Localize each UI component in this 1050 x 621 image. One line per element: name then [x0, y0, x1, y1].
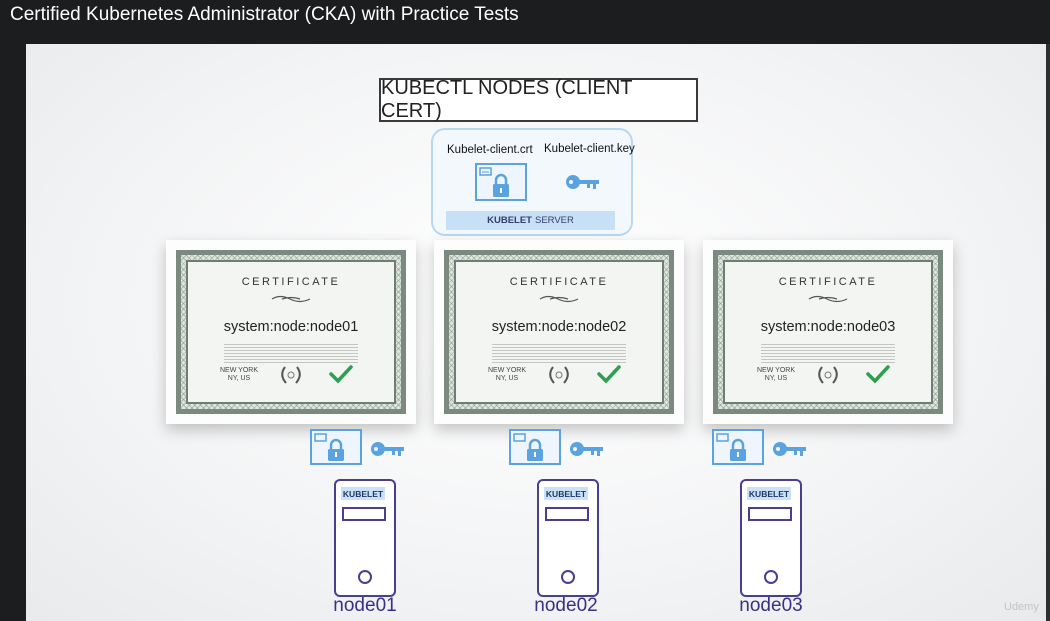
certificate-inner [723, 260, 933, 404]
certificate-name: system:node:node02 [491, 319, 627, 335]
certificate-lock-icon [509, 429, 561, 465]
video-slide[interactable]: KUBECTL NODES (CLIENT CERT) Kubelet-clie… [26, 44, 1046, 621]
node01-label: node01 [333, 595, 397, 616]
server-drive-slot [342, 507, 386, 521]
key-file-label: Kubelet-client.key [544, 143, 635, 155]
certificate-city-line1: NEW YORK [220, 367, 258, 374]
node02-label: node02 [534, 595, 598, 616]
kubelet-server-bar-bold: KUBELET [487, 215, 532, 226]
certificate-node02: CERTIFICATE system:node:node02 NEW YORK … [434, 240, 684, 424]
title-bar: Certified Kubernetes Administrator (CKA)… [0, 0, 1050, 44]
left-gutter [0, 44, 26, 621]
flourish-icon [271, 295, 311, 303]
checkmark-icon [866, 365, 890, 384]
checkmark-icon [597, 365, 621, 384]
checkmark-icon [329, 365, 353, 384]
certificate-node01: CERTIFICATE system:node:node01 NEW YORK … [166, 240, 416, 424]
key-icon [773, 442, 806, 456]
certificate-lock-icon [712, 429, 764, 465]
laurel-wreath-icon [549, 366, 569, 384]
certificate-inner [454, 260, 664, 404]
crt-file-label: Kubelet-client.crt [447, 144, 533, 156]
slide-heading: KUBECTL NODES (CLIENT CERT) [379, 77, 698, 122]
certificate-lock-icon [475, 163, 527, 201]
laurel-wreath-icon [281, 366, 301, 384]
flourish-icon [808, 295, 848, 303]
flourish-icon [539, 295, 579, 303]
kubelet-badge: KUBELET [747, 487, 791, 500]
kubelet-server-bar: KUBELET SERVER [446, 211, 615, 230]
key-icon [371, 442, 404, 456]
kubelet-badge: KUBELET [544, 487, 588, 500]
server-drive-slot [545, 507, 589, 521]
right-gutter [1046, 44, 1050, 621]
node01-server: KUBELET [334, 479, 396, 597]
kubelet-server-box: Kubelet-client.crt Kubelet-client.key KU… [431, 128, 635, 236]
node03-label: node03 [739, 595, 803, 616]
certificate-lock-icon [310, 429, 362, 465]
certificate-city: NEW YORK NY, US [488, 367, 526, 383]
certificate-heading: CERTIFICATE [241, 276, 341, 288]
certificate-city: NEW YORK NY, US [757, 367, 795, 383]
kubelet-badge: KUBELET [341, 487, 385, 500]
certificate-city-line1: NEW YORK [488, 367, 526, 374]
kubelet-server-bar-text: SERVER [534, 215, 574, 226]
certificate-city-line1: NEW YORK [757, 367, 795, 374]
certificate-body-text [224, 344, 358, 364]
certificate-inner [186, 260, 396, 404]
key-icon [566, 175, 599, 189]
certificate-heading: CERTIFICATE [778, 276, 878, 288]
certificate-body-text [761, 344, 895, 364]
course-title: Certified Kubernetes Administrator (CKA)… [10, 4, 519, 25]
certificate-city-line2: NY, US [227, 375, 251, 382]
certificate-city: NEW YORK NY, US [220, 367, 258, 383]
node03-server: KUBELET [740, 479, 802, 597]
server-drive-slot [748, 507, 792, 521]
certificate-body-text [492, 344, 626, 364]
laurel-wreath-icon [818, 366, 838, 384]
certificate-name: system:node:node01 [223, 319, 359, 335]
certificate-node03: CERTIFICATE system:node:node03 NEW YORK … [703, 240, 953, 424]
certificate-heading: CERTIFICATE [509, 276, 609, 288]
key-icon [570, 442, 603, 456]
node02-server: KUBELET [537, 479, 599, 597]
udemy-watermark: Udemy [1004, 601, 1039, 613]
certificate-city-line2: NY, US [495, 375, 519, 382]
server-power-led [358, 570, 372, 584]
certificate-city-line2: NY, US [764, 375, 788, 382]
certificate-name: system:node:node03 [760, 319, 896, 335]
server-power-led [561, 570, 575, 584]
server-power-led [764, 570, 778, 584]
